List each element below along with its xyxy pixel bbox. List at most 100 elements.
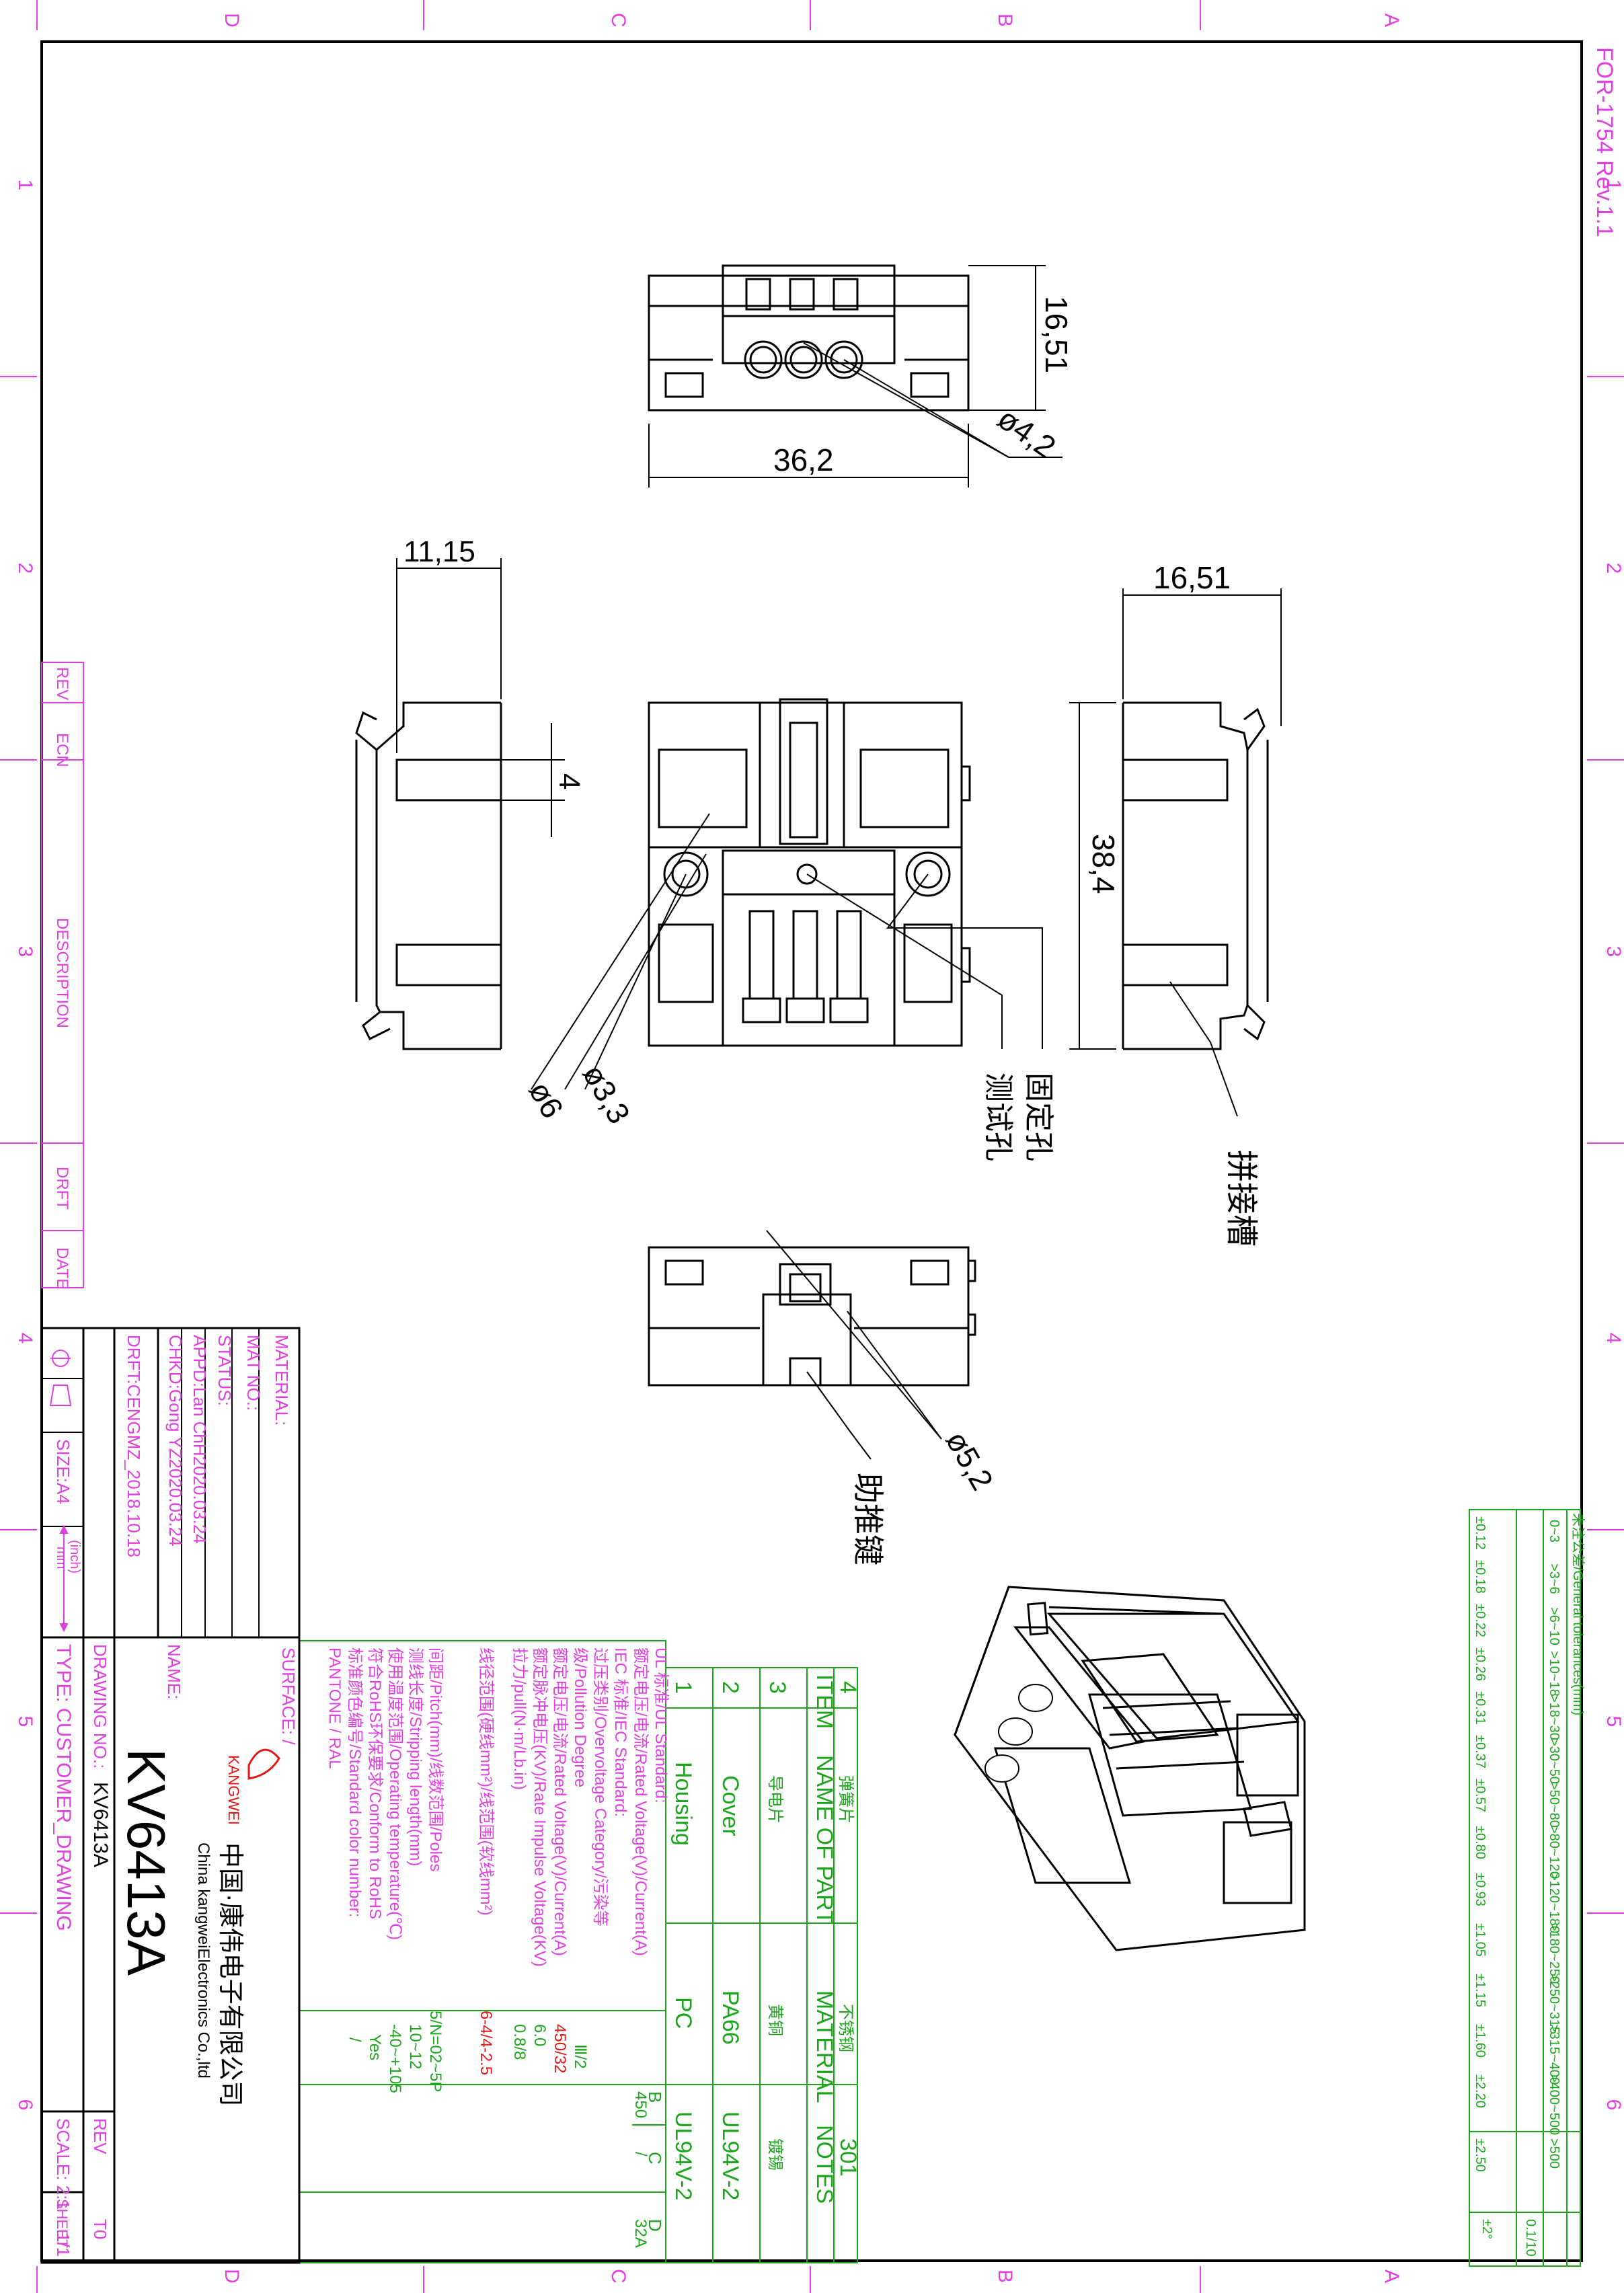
spec-value-13-0: / — [346, 2037, 364, 2042]
tb-material: MATERIAL: — [272, 1335, 292, 1426]
form-id: FOR-1754 Rev.1.1 — [1592, 47, 1617, 237]
tb-company-cn: 中国·康伟电子有限公司 — [216, 1842, 244, 2107]
drft-label: DRFT — [53, 1167, 71, 1210]
tolerance-range-13: >500 — [1547, 2138, 1561, 2169]
spec-label-13: 标准颜色编号/Standard color number: — [346, 1647, 364, 1917]
left-side-view — [355, 701, 502, 1050]
zone-col-c-top: C — [607, 13, 629, 28]
parts-row-1-notes: UL94V-2 — [670, 2111, 696, 2200]
spec-label-2: IEC 标准/IEC Standard: — [611, 1647, 629, 1817]
parts-row-2-name: Cover — [718, 1775, 743, 1836]
description-label: DESCRIPTION — [53, 918, 71, 1028]
tb-units-inch: (inch) — [67, 1540, 82, 1573]
tb-drawing-no-label: DRAWING NO.: — [90, 1644, 110, 1769]
tb-sheet-label: SHEET — [54, 2199, 71, 2248]
tolerance-value-13: ±2.50 — [1473, 2138, 1487, 2172]
zone-labels: D C B A D C B A 1 2 3 4 5 6 1 2 3 4 5 6 — [14, 13, 1624, 2284]
dim-hole-6: ø6 — [522, 1075, 570, 1124]
spec-label-8: 线径范围(硬线mm²)/线范围(软线mm²) — [477, 1647, 495, 1916]
spec-text: UL 标准/UL Standard: 额定电压/电流/Rated Voltage… — [325, 1647, 670, 2248]
parts-row-4-material: 不锈钢 — [837, 2004, 855, 2052]
tolerance-range-4: >18~30 — [1547, 1695, 1561, 1740]
dim-right-width: 16,51 — [1153, 560, 1231, 595]
parts-bcd-c: C — [645, 2152, 665, 2165]
parts-bcd-b: B — [645, 2091, 665, 2103]
tolerance-value-7: ±0.80 — [1473, 1826, 1487, 1859]
tb-appd: APPD:Lan ChH2020.03.24 — [190, 1335, 210, 1544]
tolerance-value-10: ±1.15 — [1473, 1974, 1487, 2007]
tb-rev-label: REV — [90, 2118, 110, 2154]
spec-label-0: UL 标准/UL Standard: — [652, 1647, 670, 1803]
tolerance-angle-head: 0.1/10 — [1523, 2219, 1538, 2257]
spec-label-11: 使用温度范围/Operating temperature(℃) — [386, 1647, 404, 1940]
tolerance-range-9: >180~250 — [1547, 1923, 1561, 1984]
tolerance-range-10: >250~315 — [1547, 1974, 1561, 2034]
spec-value-9-0: 5/N=02~5P — [426, 2011, 444, 2092]
spec-label-3: 过压类别/Overvoltage Category/污染等 — [591, 1647, 609, 1927]
right-side-view — [1122, 701, 1269, 1050]
front-view-callouts: 固定孔 测试孔 — [982, 1073, 1055, 1161]
right-side-dims — [1069, 588, 1282, 1050]
tolerance-text: 未注公差/General tolerances(mm) 0~3 >3~6 >6~… — [1473, 1513, 1586, 2257]
zone-col-a-top: A — [1381, 13, 1403, 27]
tolerance-range-5: >30~50 — [1547, 1738, 1561, 1784]
tb-sheet-value: 1/1 — [53, 2232, 73, 2257]
tb-rev-value: T0 — [90, 2219, 110, 2239]
front-view — [648, 698, 971, 1047]
tb-mat-no: MAT NO.: — [243, 1335, 264, 1411]
spec-value-7-0: 0.8/8 — [510, 2024, 529, 2060]
tolerance-range-2: >6~10 — [1547, 1607, 1561, 1645]
parts-row-3-material: 黄铜 — [766, 2004, 784, 2036]
zone-row-5-left: 5 — [14, 1716, 36, 1727]
parts-row-1-material: PC — [670, 1997, 696, 2029]
dim-top-width: 36,2 — [773, 442, 834, 477]
tolerance-value-5: ±0.37 — [1473, 1735, 1487, 1769]
parts-row-2-notes: UL94V-2 — [718, 2111, 743, 2200]
tolerance-range-1: >3~6 — [1547, 1563, 1561, 1594]
zone-row-2-left: 2 — [14, 563, 36, 574]
zone-row-3-right: 3 — [1602, 946, 1624, 958]
top-view-dims — [648, 265, 1062, 488]
parts-header-material: MATERIAL — [812, 1990, 837, 2103]
tolerance-range-8: >120~180 — [1547, 1873, 1561, 1933]
units-arrow — [59, 1524, 69, 1633]
spec-label-7: 拉力/pull(N·m/Lb.in) — [510, 1647, 529, 1790]
spec-value-4-0: Ⅲ/2 — [571, 2044, 589, 2069]
top-view — [648, 264, 970, 412]
tolerance-value-8: ±0.93 — [1473, 1873, 1487, 1906]
tolerance-range-11: >315~400 — [1547, 2024, 1561, 2085]
tb-surface: SURFACE: / — [278, 1647, 299, 1745]
dim-top-height: 16,51 — [1039, 296, 1074, 373]
tolerance-table — [1469, 1509, 1581, 2267]
bottom-view — [648, 1246, 976, 1387]
parts-list-text: ITEM NAME OF PART MATERIAL NOTES 4 弹簧片 不… — [645, 1674, 861, 2232]
dim-hole-3-3: ø3,3 — [576, 1058, 637, 1130]
tolerance-value-0: ±0.12 — [1473, 1516, 1487, 1550]
projection-symbol — [49, 1350, 72, 1406]
spec-label-1: 额定电压/电流/Rated Voltage(V)/Current(A) — [631, 1647, 650, 1956]
spec-value-12-0: Yes — [366, 2034, 384, 2060]
tolerance-value-6: ±0.57 — [1473, 1779, 1487, 1812]
spec-value-10-0: 10~12 — [406, 2024, 424, 2069]
tolerance-title: 未注公差/General tolerances(mm) — [1570, 1513, 1586, 1715]
zone-row-4-left: 4 — [14, 1333, 36, 1344]
spec-value-11-0: -40~+105 — [386, 2024, 404, 2093]
parts-row-3-notes: 镀锡 — [766, 2138, 784, 2171]
zone-col-b-top: B — [994, 13, 1016, 27]
callout-push-button: 助推键 — [851, 1473, 886, 1565]
title-block-small-lines — [42, 1328, 260, 1637]
spec-value-1-2: 32A — [631, 2219, 650, 2248]
spec-value-1-1: / — [631, 2152, 650, 2156]
bottom-view-leaders — [766, 1230, 942, 1460]
tb-status: STATUS: — [215, 1335, 235, 1406]
tolerance-value-2: ±0.22 — [1473, 1604, 1487, 1637]
callout-splice-slot: 拼接槽 — [1223, 1150, 1259, 1247]
spec-value-5-0: 450/32 — [551, 2024, 569, 2073]
top-view-dim-text: 36,2 16,51 ø4,2 — [773, 296, 1074, 477]
dim-bottom-hole: ø5,2 — [939, 1425, 1000, 1496]
title-block-text: MATERIAL: MAT NO.: STATUS: APPD:Lan ChH2… — [52, 1335, 299, 2257]
zone-row-4-right: 4 — [1602, 1333, 1624, 1344]
parts-row-4-notes: 301 — [835, 2138, 861, 2177]
tolerance-range-12: >400~500 — [1547, 2074, 1561, 2135]
revision-block: REV ECN DESCRIPTION DRFT DATE — [41, 662, 84, 1289]
